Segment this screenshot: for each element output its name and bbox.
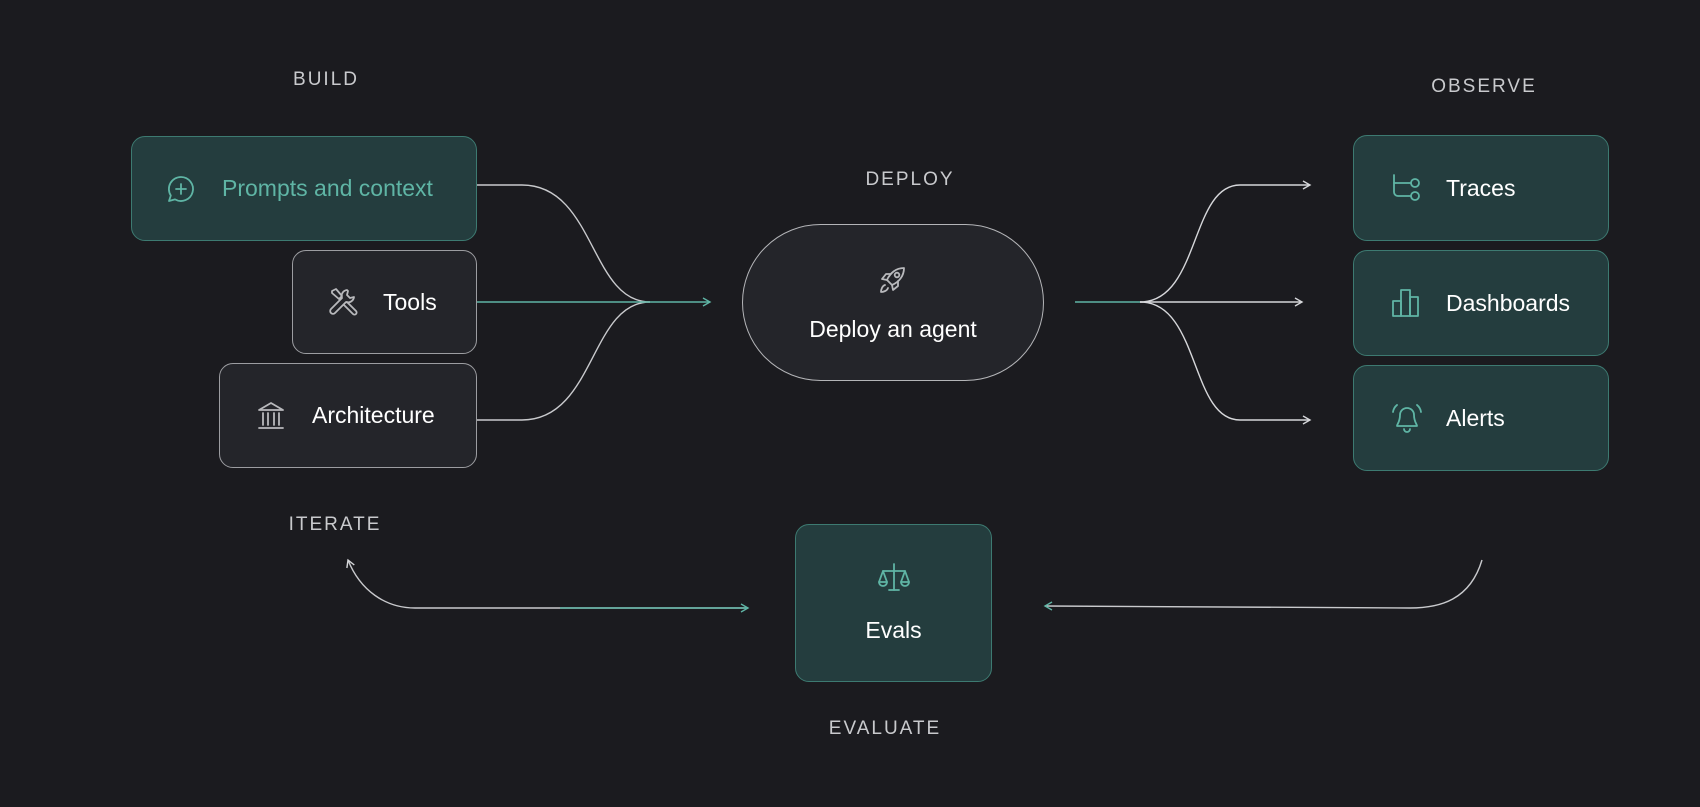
traces-icon	[1390, 172, 1422, 204]
bell-icon	[1390, 401, 1424, 435]
architecture-label: Architecture	[312, 402, 435, 428]
architecture-button[interactable]: Architecture	[219, 363, 477, 468]
connector-architecture-to-deploy	[477, 301, 651, 421]
deploy-section-label: DEPLOY	[865, 169, 955, 190]
traces-button[interactable]: Traces	[1353, 135, 1609, 241]
connector-evals-to-iterate	[346, 558, 748, 609]
alerts-button[interactable]: Alerts	[1353, 365, 1609, 471]
tools-icon	[327, 286, 359, 318]
evaluate-section-label: EVALUATE	[828, 718, 942, 739]
evals-label: Evals	[865, 617, 922, 643]
alerts-label: Alerts	[1446, 404, 1505, 431]
scale-icon	[877, 562, 911, 599]
connector-deploy-to-traces	[1139, 180, 1312, 303]
tools-label: Tools	[383, 288, 437, 315]
prompts-and-context-button[interactable]: Prompts and context	[131, 136, 477, 241]
evals-button[interactable]: Evals	[795, 524, 992, 682]
deploy-agent-button[interactable]: Deploy an agent	[742, 224, 1044, 381]
observe-section-label: OBSERVE	[1431, 76, 1537, 97]
chat-plus-icon	[166, 174, 196, 204]
connector-prompts-to-deploy	[477, 184, 651, 303]
dashboards-button[interactable]: Dashboards	[1353, 250, 1609, 356]
connector-deploy-to-alerts	[1139, 301, 1312, 425]
dashboards-label: Dashboards	[1446, 289, 1571, 316]
traces-label: Traces	[1446, 174, 1516, 201]
connector-observe-to-evals	[1043, 559, 1483, 611]
rocket-icon	[876, 263, 910, 302]
iterate-section-label: ITERATE	[288, 514, 382, 535]
bar-chart-icon	[1390, 287, 1422, 319]
deploy-agent-label: Deploy an agent	[809, 315, 977, 342]
build-section-label: BUILD	[293, 69, 359, 90]
prompts-and-context-label: Prompts and context	[222, 175, 433, 201]
tools-button[interactable]: Tools	[292, 250, 477, 354]
building-columns-icon	[256, 400, 286, 432]
